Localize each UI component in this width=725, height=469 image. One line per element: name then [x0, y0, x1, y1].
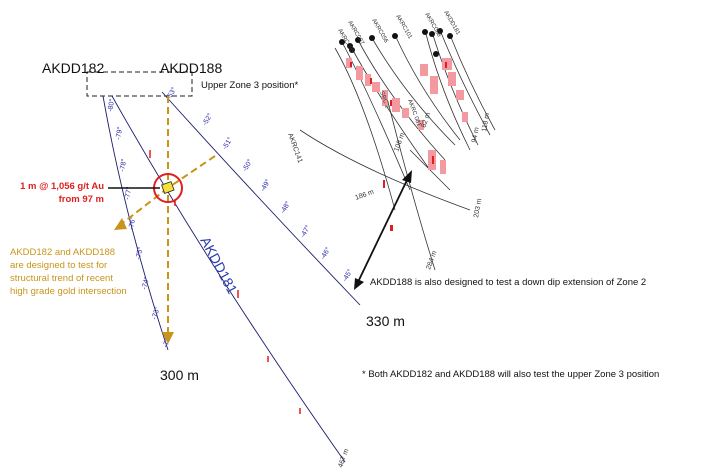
down-dip-note: AKDD188 is also designed to test a down … [370, 277, 646, 288]
svg-text:-47°: -47° [299, 224, 312, 239]
depth-label-300m: 300 m [160, 367, 199, 383]
arrow-head-down [162, 332, 174, 344]
svg-text:-80°: -80° [106, 98, 116, 112]
hole-label-akdd181: AKDD181 [197, 234, 240, 297]
svg-text:-50°: -50° [241, 158, 254, 173]
depth-94: 94 m [471, 127, 481, 144]
depth-82: 82 m [420, 112, 432, 129]
svg-text:-78°: -78° [118, 158, 128, 172]
collar-markers [339, 28, 453, 57]
down-dip-arrow [357, 177, 409, 283]
svg-text:SRC 2: SRC 2 [378, 91, 390, 110]
down-dip-arrow-head-bottom [354, 278, 364, 290]
intersection-marker [161, 181, 175, 194]
depth-118: 118 m [481, 112, 491, 132]
svg-text:AKDD182 and AKDD188: AKDD182 and AKDD188 [10, 247, 115, 258]
hole-label-akdd188: AKDD188 [160, 60, 222, 76]
depth-label-330m: 330 m [366, 313, 405, 329]
svg-text:-51°: -51° [221, 136, 234, 151]
upper-zone3-box [86, 71, 193, 97]
structural-trend-lines [119, 96, 216, 335]
svg-text:-79°: -79° [114, 126, 124, 140]
design-note: AKDD182 and AKDD188 are designed to test… [10, 247, 127, 297]
upper-zone3-label: Upper Zone 3 position* [201, 80, 298, 91]
hole-label-akdd182: AKDD182 [42, 60, 104, 76]
trace-akdd181 [111, 95, 346, 463]
svg-text:high grade gold intersection: high grade gold intersection [10, 286, 127, 297]
svg-text:-46°: -46° [319, 246, 332, 261]
svg-text:-49°: -49° [259, 178, 272, 193]
dip-labels-akdd188: -53° -52° -51° -50° -49° -48° -47° -46° … [165, 86, 354, 283]
svg-text:-73°: -73° [150, 306, 161, 321]
arrow-head-left [114, 218, 127, 230]
trace-akdd188 [161, 91, 361, 306]
assay-intervals-cluster [346, 58, 468, 174]
svg-text:-53°: -53° [165, 86, 178, 101]
svg-text:AKDD181: AKDD181 [442, 10, 461, 37]
depth-203: 203 m [473, 198, 483, 219]
depth-284: 284 m [425, 250, 438, 271]
hole-label-akrc141: AKRC141 [286, 132, 303, 164]
intersection-value: 1 m @ 1,056 g/t Au [20, 181, 104, 192]
assay-highs-cluster [350, 62, 447, 231]
trace-akdd182 [102, 95, 169, 351]
footnote: * Both AKDD182 and AKDD188 will also tes… [362, 369, 659, 380]
svg-text:-74°: -74° [140, 276, 151, 291]
depth-label-467m: 467 m [337, 448, 350, 469]
main-drill-traces [102, 91, 361, 463]
intersection-depth: from 97 m [59, 194, 104, 205]
svg-text:-75°: -75° [134, 246, 145, 260]
down-dip-arrow-head-top [402, 170, 412, 183]
svg-text:structural trend of recent: structural trend of recent [10, 273, 113, 284]
svg-text:-48°: -48° [279, 200, 292, 215]
depth-108: 108 m [393, 132, 406, 153]
svg-text:-76°: -76° [127, 216, 137, 230]
svg-text:-52°: -52° [201, 112, 214, 127]
svg-text:-45°: -45° [341, 268, 354, 283]
svg-text:are designed to test for: are designed to test for [10, 260, 107, 271]
depth-186: 186 m [354, 189, 375, 202]
dip-labels-akdd182: -80° -79° -78° -77° -76° -75° -74° -73° … [106, 98, 173, 349]
svg-text:-77°: -77° [123, 186, 133, 200]
